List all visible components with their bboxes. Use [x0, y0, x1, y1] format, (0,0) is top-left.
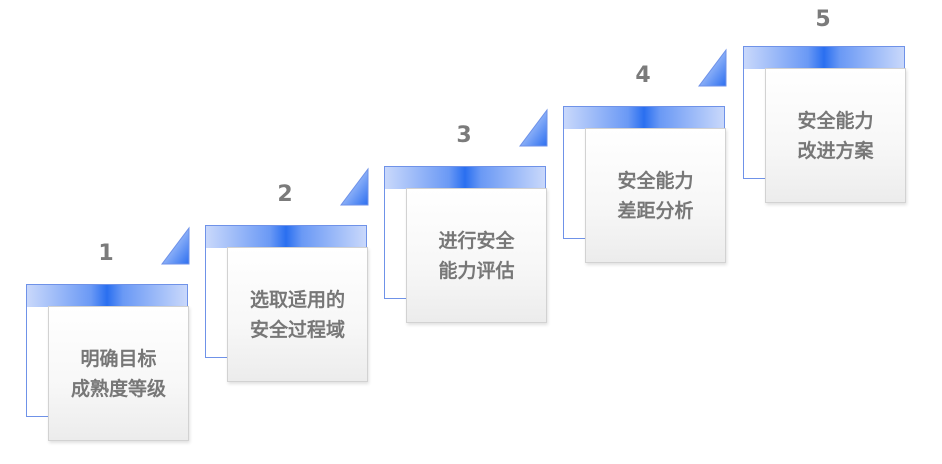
step-4: 4 安全能力 差距分析 — [563, 48, 738, 296]
step-label: 安全能力 改进方案 — [797, 109, 874, 162]
step-number: 3 — [456, 123, 472, 148]
step-triangle-icon — [161, 226, 190, 265]
step-blue-bar — [564, 107, 724, 129]
step-blue-bar — [385, 167, 545, 189]
step-triangle-icon — [698, 48, 727, 87]
step-5: 5 安全能力 改进方案 — [743, 8, 918, 236]
step-number: 4 — [635, 63, 651, 88]
step-2: 2 选取适用的 安全过程域 — [205, 167, 380, 415]
step-label: 进行安全 能力评估 — [438, 229, 515, 282]
step-triangle-icon — [340, 167, 369, 206]
step-blue-bar — [27, 285, 187, 307]
step-number: 1 — [98, 241, 114, 266]
step-blue-bar — [206, 226, 366, 248]
step-card: 进行安全 能力评估 — [406, 188, 547, 323]
step-card: 选取适用的 安全过程域 — [227, 247, 368, 382]
step-triangle-icon — [519, 108, 548, 147]
step-number: 2 — [277, 182, 293, 207]
step-label: 选取适用的 安全过程域 — [249, 288, 345, 341]
step-3: 3 进行安全 能力评估 — [384, 108, 559, 356]
step-1: 1 明确目标 成熟度等级 — [26, 226, 201, 464]
step-card: 安全能力 差距分析 — [585, 128, 726, 263]
step-card: 安全能力 改进方案 — [765, 68, 906, 203]
step-card: 明确目标 成熟度等级 — [48, 306, 189, 441]
step-label: 明确目标 成熟度等级 — [70, 347, 166, 400]
step-blue-bar — [744, 47, 904, 69]
step-label: 安全能力 差距分析 — [617, 169, 694, 222]
step-number: 5 — [815, 7, 831, 32]
